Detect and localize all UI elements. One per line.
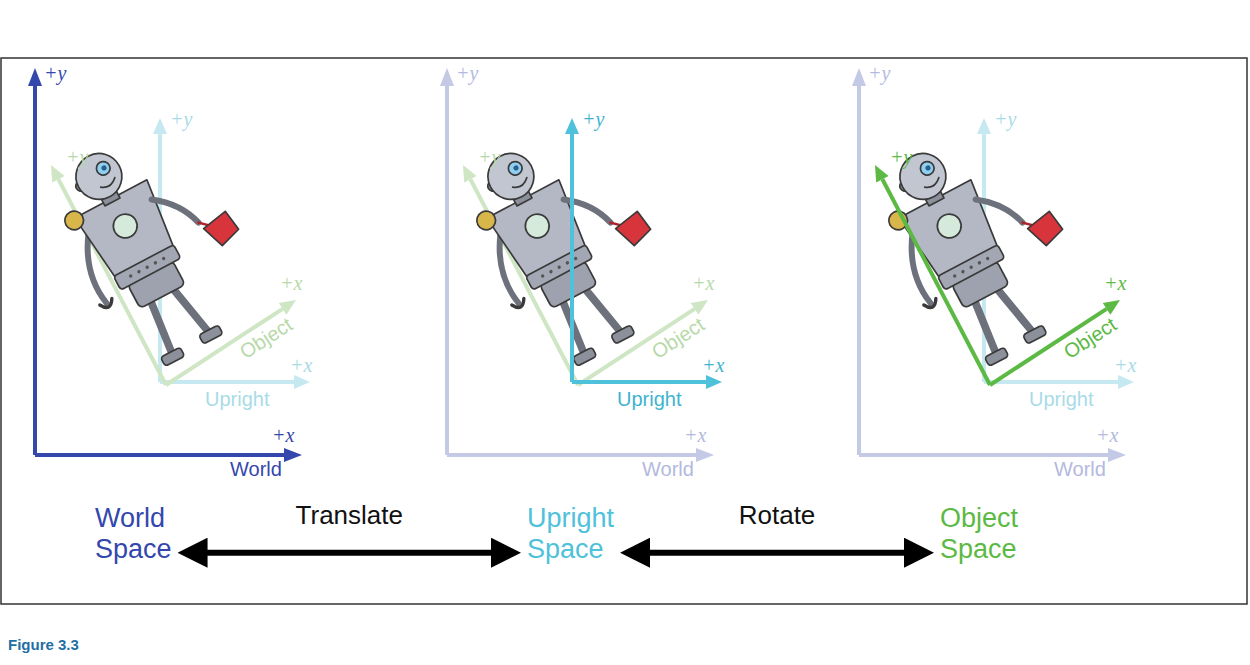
transform-label: Translate xyxy=(292,501,407,531)
axis-sign-label: +x xyxy=(1104,272,1126,294)
axis-sign-label: +y xyxy=(456,62,478,84)
axis-sign-label: +y xyxy=(582,108,604,130)
world-panel xyxy=(28,68,310,462)
axis-sign-label: +y xyxy=(868,62,890,84)
axis-sign-label: +x xyxy=(702,354,724,376)
upright-panel xyxy=(440,68,722,462)
space-name: World Space xyxy=(95,503,172,565)
axis-sign-label: +y xyxy=(66,146,88,168)
space-node: World Space xyxy=(95,503,172,565)
axis-name-label: World xyxy=(230,458,282,480)
axis-sign-label: +x xyxy=(290,354,312,376)
axis-sign-label: +y xyxy=(994,108,1016,130)
axis-sign-label: +x xyxy=(692,272,714,294)
axis-name-label: Upright xyxy=(1029,388,1093,410)
object-panel xyxy=(852,68,1134,462)
axis-sign-label: +x xyxy=(1114,354,1136,376)
axis-sign-label: +y xyxy=(44,62,66,84)
axis-sign-label: +x xyxy=(1096,424,1118,446)
axis-name-label: Upright xyxy=(205,388,269,410)
transform-label: Rotate xyxy=(735,501,820,531)
space-node: Upright Space xyxy=(527,503,614,565)
figure-caption: Figure 3.3 xyxy=(8,636,79,653)
axis-name-label: World xyxy=(1054,458,1106,480)
axis-sign-label: +x xyxy=(280,272,302,294)
axis-sign-label: +y xyxy=(478,146,500,168)
axis-sign-label: +x xyxy=(272,424,294,446)
double-arrow xyxy=(644,550,910,556)
axis-name-label: World xyxy=(642,458,694,480)
space-name: Object Space xyxy=(940,503,1018,565)
space-name: Upright Space xyxy=(527,503,614,565)
axis-sign-label: +y xyxy=(890,146,912,168)
axis-sign-label: +x xyxy=(684,424,706,446)
axis-sign-label: +y xyxy=(170,108,192,130)
double-arrow xyxy=(202,550,497,556)
space-node: Object Space xyxy=(940,503,1018,565)
figure-frame xyxy=(1,58,1247,604)
axis-name-label: Upright xyxy=(617,388,681,410)
